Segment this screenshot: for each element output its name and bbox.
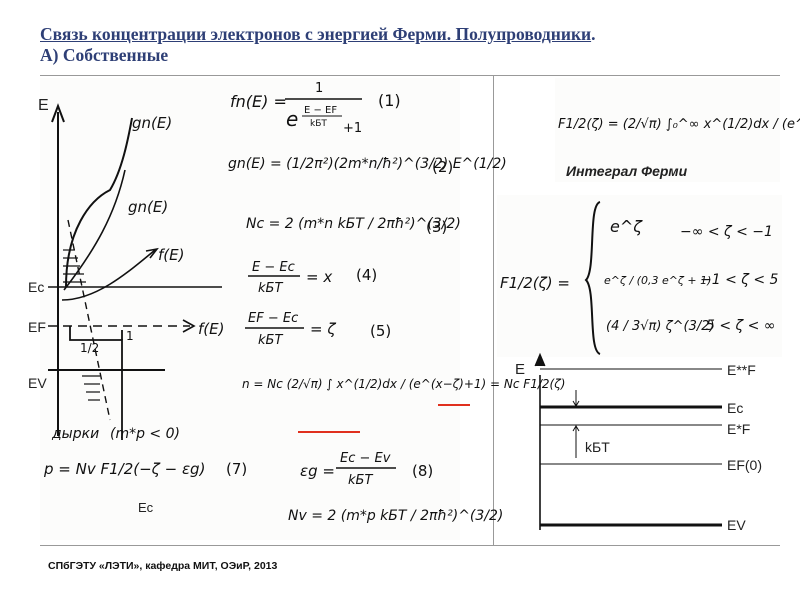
svg-text:fn(E) =: fn(E) = bbox=[230, 92, 287, 111]
left-handwritten-panel: E Eс EF EV gn(E) gn(E) f(E) f bbox=[28, 78, 565, 540]
piecewise-panel: F1/2(ζ) = e^ζ −∞ < ζ < −1 e^ζ / (0,3 e^ζ… bbox=[497, 195, 782, 357]
svg-text:E − EF: E − EF bbox=[304, 105, 337, 116]
level-axis-label: E bbox=[515, 361, 525, 378]
svg-text:εg =: εg = bbox=[300, 462, 335, 480]
cond-3: 5 < ζ < ∞ bbox=[706, 318, 775, 334]
svg-text:= x: = x bbox=[306, 268, 332, 286]
paper-background bbox=[40, 78, 460, 540]
case-2: e^ζ / (0,3 e^ζ + 1) bbox=[604, 274, 711, 287]
ef-star-label: E*F bbox=[727, 421, 750, 437]
ec-level-label: Ec bbox=[727, 400, 743, 416]
formula-4: E − Ec kБT = x (4) bbox=[248, 260, 377, 296]
center-divider bbox=[493, 75, 494, 545]
formula-2: gn(E) = (1/2π²)(2m*n/ħ²)^(3/2) E^(1/2) bbox=[228, 156, 507, 172]
svg-text:(1): (1) bbox=[378, 91, 401, 110]
formula-5: EF − Ec kБT = ζ (5) bbox=[245, 311, 391, 348]
title-line-2: А) Собственные bbox=[40, 45, 169, 65]
ef-double-star-label: E**F bbox=[727, 362, 756, 378]
svg-text:= ζ: = ζ bbox=[310, 320, 336, 338]
piecewise-lhs: F1/2(ζ) = bbox=[500, 274, 570, 292]
occupancy-box bbox=[69, 326, 123, 440]
holes-mass: (m*p < 0) bbox=[110, 426, 180, 442]
fe-label-mid: f(E) bbox=[158, 246, 184, 264]
formula-7-no: (7) bbox=[226, 460, 247, 478]
one-label: 1 bbox=[126, 329, 134, 343]
axis-label-e: E bbox=[38, 97, 49, 114]
hole-hatch bbox=[82, 375, 100, 401]
fe-curve bbox=[61, 249, 156, 301]
svg-text:kБT: kБT bbox=[310, 119, 327, 129]
svg-text:(5): (5) bbox=[370, 322, 391, 340]
svg-text:EF − Ec: EF − Ec bbox=[248, 311, 298, 326]
fermi-integral-caption: Интеграл Ферми bbox=[566, 163, 688, 179]
fermi-diagonal bbox=[67, 219, 111, 421]
half-label: 1/2 bbox=[80, 341, 99, 355]
svg-text:E − Ec: E − Ec bbox=[252, 260, 295, 275]
svg-text:(4): (4) bbox=[356, 266, 377, 284]
fermi-integral-formula: F1/2(ζ) = (2/√π) ∫₀^∞ x^(1/2)dx / (e^(x−… bbox=[558, 117, 800, 132]
svg-text:kБT: kБT bbox=[258, 333, 283, 348]
fe-arrow bbox=[145, 247, 159, 259]
top-divider bbox=[40, 75, 780, 76]
formula-3-no: (3) bbox=[426, 218, 447, 236]
holes-label: дырки bbox=[51, 426, 99, 442]
svg-text:e: e bbox=[286, 107, 298, 131]
brace bbox=[584, 201, 601, 355]
axis-arrow bbox=[51, 103, 65, 123]
gn-label-top: gn(E) bbox=[132, 114, 172, 132]
cond-2: −1 < ζ < 5 bbox=[700, 272, 779, 288]
ec-label: Eс bbox=[28, 279, 44, 295]
footer: СПбГЭТУ «ЛЭТИ», кафедра МИТ, ОЭиР, 2013 bbox=[48, 560, 278, 572]
formula-1: fn(E) = 1 e E − EF kБT +1 (1) bbox=[230, 81, 401, 136]
ef-arrow bbox=[182, 319, 196, 333]
ec-bottom-label: Ec bbox=[138, 500, 154, 515]
level-axis-arrow bbox=[534, 352, 546, 367]
cond-1: −∞ < ζ < −1 bbox=[680, 224, 773, 240]
gn-curve-2 bbox=[63, 169, 126, 291]
svg-text:Ec − Ev: Ec − Ev bbox=[340, 451, 391, 466]
gn-curve bbox=[65, 117, 133, 288]
svg-text:kБT: kБT bbox=[348, 473, 373, 488]
formula-6: n = Nc (2/√π) ∫ x^(1/2)dx / (e^(x−ζ)+1) … bbox=[242, 377, 565, 391]
formula-2-no: (2) bbox=[432, 158, 453, 176]
kt-label: kБT bbox=[585, 439, 610, 455]
fe-label-right: f(E) bbox=[198, 320, 224, 338]
level-diagram: E E**F Ec E*F kБT EF(0) EV bbox=[515, 352, 762, 533]
ev-level-label: EV bbox=[727, 517, 746, 533]
formula-7: p = Nv F1/2(−ζ − εg) bbox=[43, 460, 205, 478]
slide-title: Связь концентрации электронов с энергией… bbox=[40, 24, 780, 66]
bottom-divider bbox=[40, 545, 780, 546]
svg-text:1: 1 bbox=[315, 81, 323, 96]
svg-text:kБT: kБT bbox=[258, 281, 283, 296]
formula-9: Nv = 2 (m*p kБT / 2πħ²)^(3/2) bbox=[288, 508, 503, 524]
title-line-1: Связь концентрации электронов с энергией… bbox=[40, 24, 592, 44]
case-3: (4 / 3√π) ζ^(3/2) bbox=[606, 319, 715, 334]
ef-label: EF bbox=[28, 319, 46, 335]
case-1: e^ζ bbox=[610, 217, 643, 236]
ev-label: EV bbox=[28, 375, 47, 391]
gn-label-mid: gn(E) bbox=[128, 198, 168, 216]
svg-text:+1: +1 bbox=[343, 121, 362, 136]
svg-text:(8): (8) bbox=[412, 462, 433, 480]
formula-3: Nc = 2 (m*n kБT / 2πħ²)^(3/2) bbox=[246, 216, 461, 232]
fermi-integral-panel: F1/2(ζ) = (2/√π) ∫₀^∞ x^(1/2)dx / (e^(x−… bbox=[555, 78, 800, 182]
ef0-label: EF(0) bbox=[727, 457, 762, 473]
title-dot: . bbox=[591, 24, 596, 44]
formula-8: εg = Ec − Ev kБT (8) bbox=[300, 451, 433, 488]
